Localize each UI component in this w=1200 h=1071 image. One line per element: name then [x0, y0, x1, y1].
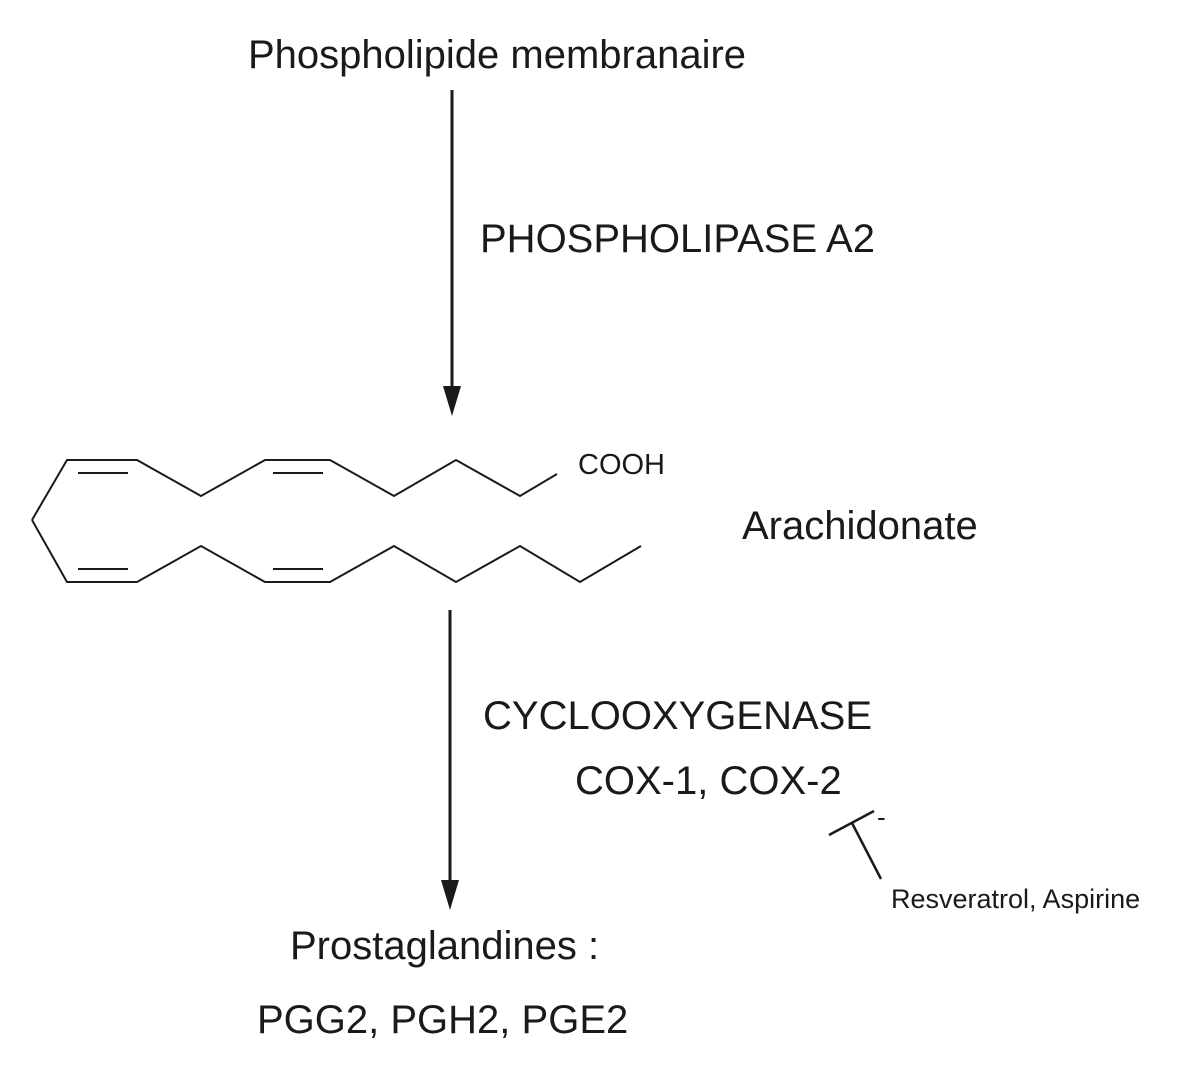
enzyme-phospholipase-label: PHOSPHOLIPASE A2 — [480, 217, 875, 261]
inhibition-symbol — [828, 809, 883, 880]
source-label: Phospholipide membranaire — [248, 33, 746, 77]
arrow-phospholipase — [443, 90, 461, 416]
arrow-cyclooxygenase — [441, 610, 459, 910]
prostaglandins-list: PGG2, PGH2, PGE2 — [257, 998, 628, 1042]
lower-carbon-chain — [31, 519, 642, 584]
enzyme-cyclooxygenase-label: CYCLOOXYGENASE — [483, 694, 872, 738]
inhibition-sign: - — [877, 802, 886, 832]
carboxyl-group-label: COOH — [578, 449, 665, 481]
cox-isoforms-label: COX-1, COX-2 — [575, 759, 842, 803]
prostaglandins-title: Prostaglandines : — [290, 924, 599, 968]
inhibitors-label: Resveratrol, Aspirine — [891, 884, 1140, 914]
arachidonate-structure — [31, 458, 642, 584]
arachidonate-label: Arachidonate — [742, 504, 978, 548]
upper-carbon-chain — [31, 458, 558, 521]
